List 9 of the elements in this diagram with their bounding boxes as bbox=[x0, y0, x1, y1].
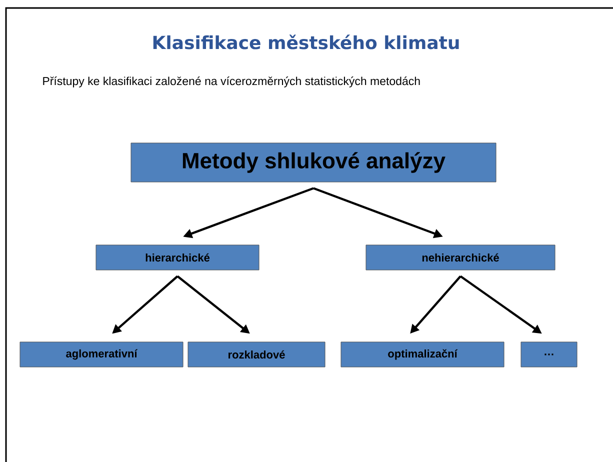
slide-title: Klasifikace městského klimatu bbox=[153, 34, 459, 50]
category-box: aglomerativní bbox=[20, 342, 184, 368]
category-box: hierarchické bbox=[96, 244, 260, 270]
category-box: optimalizační bbox=[340, 342, 504, 368]
category-box: … bbox=[520, 342, 578, 368]
category-box: nehierarchické bbox=[366, 244, 556, 270]
category-box: Metody shlukové analýzy bbox=[130, 142, 496, 182]
category-box: rozkladové bbox=[188, 342, 326, 368]
subtitle: Přístupy ke klasifikaci založené na vícerozměrných statistických metodách bbox=[43, 76, 420, 88]
